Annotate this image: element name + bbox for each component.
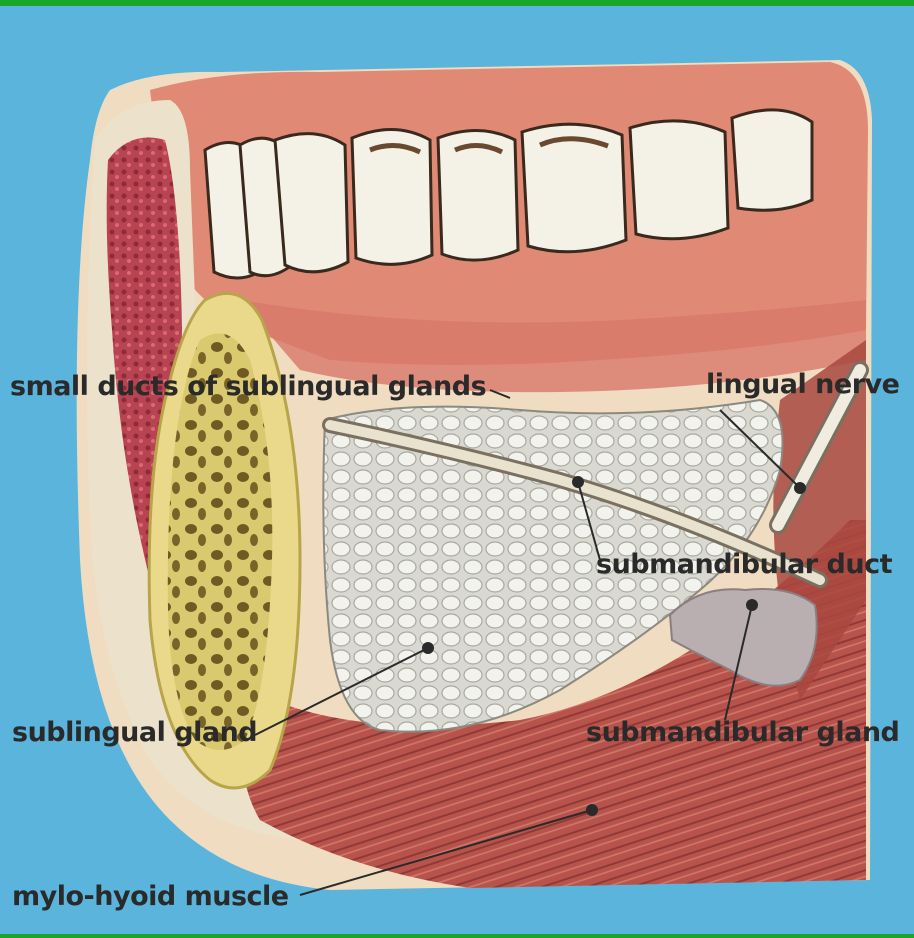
label-submandibular-duct: submandibular duct [596, 550, 892, 580]
label-small-ducts: small ducts of sublingual glands [10, 372, 486, 402]
label-lingual-nerve: lingual nerve [706, 370, 899, 400]
label-sublingual-gland: sublingual gland [12, 718, 257, 748]
label-mylohyoid-muscle: mylo-hyoid muscle [12, 882, 289, 912]
label-submandibular-gland: submandibular gland [586, 718, 899, 748]
